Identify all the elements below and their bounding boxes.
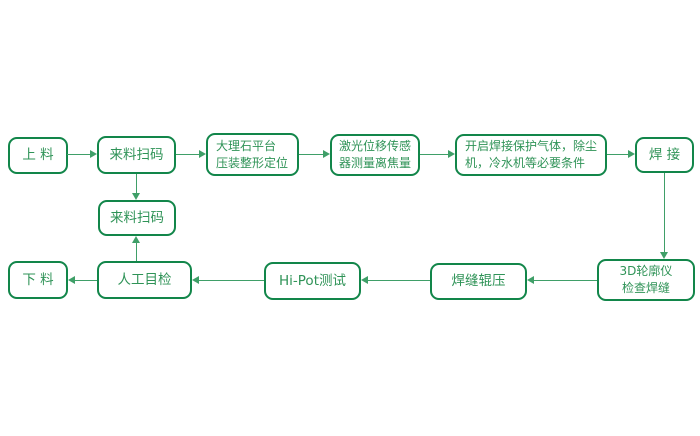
node-weld-seam-rolling-label: 焊缝辊压 (451, 273, 506, 290)
arrow-prep-to-welding (607, 150, 635, 159)
arrow-laser-to-prep (420, 150, 455, 159)
arrow-welding-to-profilometer (660, 173, 669, 259)
node-welding-prep-label: 开启焊接保护气体，除尘 机，冷水机等必要条件 (465, 139, 598, 170)
node-marble-platform-label: 大理石平台 压装整形定位 (216, 138, 289, 170)
node-manual-inspection-label: 人工目检 (117, 271, 172, 288)
node-incoming-scan-label: 来料扫码 (109, 146, 164, 163)
arrow-hipot-to-inspection (192, 276, 264, 285)
node-hipot-test: Hi-Pot测试 (264, 262, 361, 300)
node-laser-defocus-label: 激光位移传感 器测量离焦量 (338, 139, 411, 170)
node-unloading-label: 下 料 (22, 271, 54, 288)
node-loading: 上 料 (8, 137, 68, 174)
node-weld-seam-rolling: 焊缝辊压 (430, 263, 527, 300)
node-manual-inspection: 人工目检 (97, 261, 192, 299)
arrow-marble-to-laser (299, 150, 330, 159)
arrow-rolling-to-hipot (361, 276, 430, 285)
node-profilometer-check-label: 3D轮廓仪 检查焊缝 (619, 264, 673, 295)
node-incoming-scan: 来料扫码 (97, 136, 176, 174)
node-welding-prep: 开启焊接保护气体，除尘 机，冷水机等必要条件 (455, 134, 607, 176)
node-unloading: 下 料 (8, 261, 68, 299)
node-welding-label: 焊 接 (648, 146, 681, 163)
node-welding: 焊 接 (635, 137, 694, 173)
node-profilometer-check: 3D轮廓仪 检查焊缝 (597, 259, 695, 301)
node-incoming-scan-2: 来料扫码 (98, 200, 176, 236)
node-marble-platform: 大理石平台 压装整形定位 (206, 133, 299, 176)
arrow-scan-to-marble (176, 150, 206, 159)
node-loading-label: 上 料 (22, 147, 54, 164)
arrow-loading-to-scan (67, 150, 97, 159)
arrow-inspection-to-unloading (68, 276, 97, 285)
arrow-profilometer-to-rolling (527, 276, 597, 285)
node-incoming-scan-2-label: 来料扫码 (110, 209, 164, 226)
node-laser-defocus: 激光位移传感 器测量离焦量 (330, 134, 420, 176)
node-hipot-test-label: Hi-Pot测试 (279, 272, 346, 289)
arrow-inspection-to-rescan (132, 236, 141, 261)
arrow-scan-to-rescan (132, 174, 141, 200)
